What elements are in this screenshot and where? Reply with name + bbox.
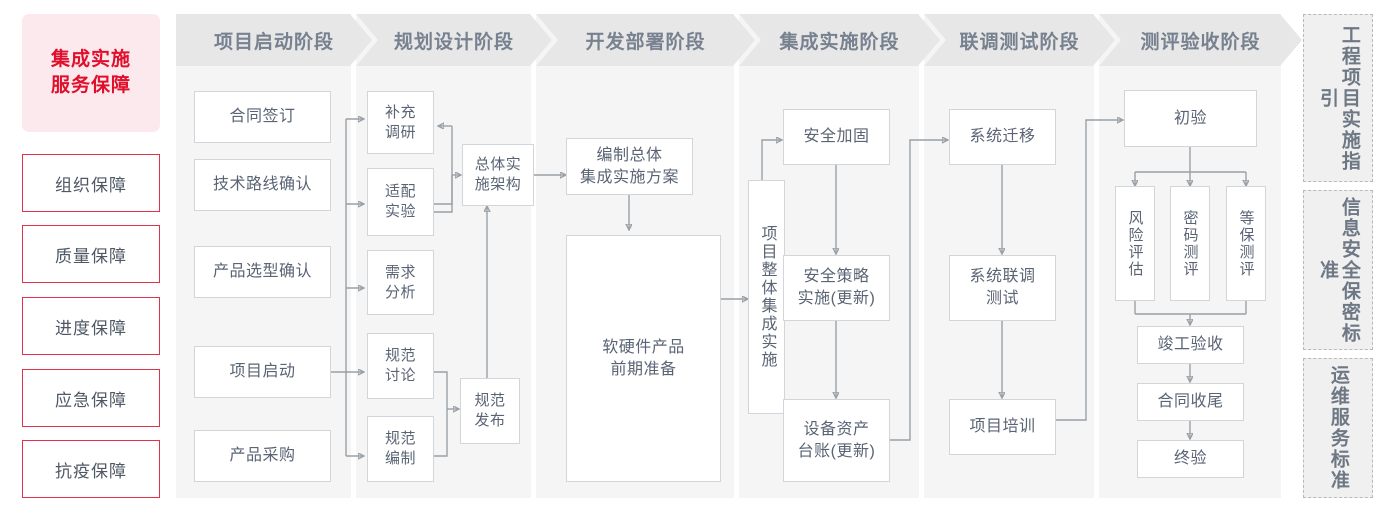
phase-header-label: 规划设计阶段	[393, 31, 514, 53]
node-label: 合同签订	[229, 108, 296, 125]
node-classified-protection-evaluation[interactable]: 等保测评	[1226, 186, 1266, 301]
phase-header-development-deployment[interactable]: 开发部署阶段	[536, 14, 755, 66]
guarantee-item-label: 抗疫保障	[55, 461, 127, 481]
node-label: 系统迁移	[969, 128, 1036, 145]
phase-header-label: 开发部署阶段	[585, 31, 706, 53]
node-label: 总体实施架构	[474, 156, 522, 193]
standard-label: 工程项目实施指引	[1317, 24, 1360, 172]
node-final-acceptance[interactable]: 终验	[1137, 440, 1244, 478]
node-product-procurement[interactable]: 产品采购	[194, 430, 331, 482]
node-label: 风险评估	[1126, 209, 1144, 278]
phase-header-evaluation-acceptance[interactable]: 测评验收阶段	[1099, 14, 1302, 66]
node-overall-project-integration[interactable]: 项目整体集成实施	[748, 180, 785, 414]
standard-operation-maintenance-service[interactable]: 运维服务标准	[1303, 358, 1373, 498]
node-label: 产品选型确认	[212, 263, 312, 280]
phase-header-label: 项目启动阶段	[213, 31, 334, 53]
node-label: 规范发布	[474, 392, 506, 429]
guarantee-item-schedule[interactable]: 进度保障	[22, 297, 160, 355]
guarantee-item-label: 质量保障	[55, 246, 127, 266]
node-system-joint-debug-test[interactable]: 系统联调测试	[949, 255, 1056, 321]
guarantee-item-label: 进度保障	[55, 318, 127, 338]
node-spec-drafting[interactable]: 规范编制	[367, 416, 434, 482]
node-tech-route-confirm[interactable]: 技术路线确认	[194, 159, 331, 211]
guarantee-item-organization[interactable]: 组织保障	[22, 154, 160, 212]
node-label: 密码测评	[1181, 209, 1199, 278]
node-system-migration[interactable]: 系统迁移	[949, 109, 1056, 165]
node-label: 安全加固	[803, 128, 870, 145]
node-overall-implementation-architecture[interactable]: 总体实施架构	[462, 144, 534, 206]
node-label: 规范讨论	[384, 347, 416, 384]
node-label: 项目启动	[229, 363, 296, 380]
phase-header-planning-design[interactable]: 规划设计阶段	[356, 14, 552, 66]
node-label: 产品采购	[229, 447, 296, 464]
node-contract-signing[interactable]: 合同签订	[194, 91, 331, 143]
standard-label: 信息安全保密标准	[1317, 196, 1360, 344]
node-security-hardening[interactable]: 安全加固	[783, 109, 890, 165]
node-label: 竣工验收	[1157, 336, 1224, 353]
diagram-title-line2: 服务保障	[50, 75, 131, 96]
diagram-title-card: 集成实施 服务保障	[22, 14, 160, 132]
phase-header-project-initiation[interactable]: 项目启动阶段	[176, 14, 372, 66]
node-label: 编制总体集成实施方案	[579, 146, 679, 186]
node-security-policy-implementation[interactable]: 安全策略实施(更新)	[783, 255, 890, 321]
node-label: 需求分析	[384, 263, 416, 301]
node-label: 项目培训	[969, 418, 1036, 435]
node-label: 安全策略实施(更新)	[797, 268, 876, 307]
node-label: 终验	[1173, 450, 1207, 467]
node-product-selection-confirm[interactable]: 产品选型确认	[194, 246, 331, 298]
node-label: 初验	[1173, 109, 1207, 127]
phase-header-integration-implementation[interactable]: 集成实施阶段	[739, 14, 940, 66]
node-completion-acceptance[interactable]: 竣工验收	[1137, 326, 1244, 364]
diagram-title-line1: 集成实施	[50, 49, 131, 70]
phase-header-label: 测评验收阶段	[1140, 31, 1261, 53]
node-project-kickoff[interactable]: 项目启动	[194, 346, 331, 398]
node-project-training[interactable]: 项目培训	[949, 399, 1056, 455]
standard-engineering-project-guideline[interactable]: 工程项目实施指引	[1303, 14, 1373, 182]
guarantee-item-epidemic[interactable]: 抗疫保障	[22, 440, 160, 498]
guarantee-item-quality[interactable]: 质量保障	[22, 225, 160, 283]
node-label: 规范编制	[384, 430, 416, 467]
node-supplementary-research[interactable]: 补充调研	[367, 91, 434, 154]
node-label: 项目整体集成实施	[758, 225, 776, 369]
node-hardware-software-preparation[interactable]: 软硬件产品前期准备	[566, 235, 721, 482]
node-spec-release[interactable]: 规范发布	[460, 378, 520, 444]
node-label: 软硬件产品前期准备	[602, 338, 685, 378]
guarantee-item-emergency[interactable]: 应急保障	[22, 369, 160, 427]
phase-header-joint-testing[interactable]: 联调测试阶段	[924, 14, 1115, 66]
node-adaptation-experiment[interactable]: 适配实验	[367, 168, 434, 236]
node-label: 合同收尾	[1157, 393, 1224, 410]
phase-header-label: 集成实施阶段	[779, 31, 900, 53]
node-risk-assessment[interactable]: 风险评估	[1115, 186, 1155, 301]
guarantee-item-label: 组织保障	[55, 175, 127, 195]
standard-label: 运维服务标准	[1327, 365, 1349, 491]
node-label: 适配实验	[384, 183, 416, 220]
node-label: 系统联调测试	[969, 268, 1036, 307]
node-label: 等保测评	[1237, 209, 1255, 278]
node-label: 技术路线确认	[212, 176, 312, 193]
phase-header-label: 联调测试阶段	[959, 31, 1080, 53]
node-spec-discussion[interactable]: 规范讨论	[367, 333, 434, 399]
standard-information-security-confidentiality[interactable]: 信息安全保密标准	[1303, 190, 1373, 350]
node-preliminary-acceptance[interactable]: 初验	[1124, 90, 1257, 147]
node-cryptography-evaluation[interactable]: 密码测评	[1170, 186, 1210, 301]
guarantee-item-label: 应急保障	[55, 390, 127, 410]
node-overall-integration-plan[interactable]: 编制总体集成实施方案	[566, 138, 693, 195]
node-equipment-asset-ledger[interactable]: 设备资产台账(更新)	[783, 399, 890, 482]
node-label: 补充调研	[384, 103, 416, 141]
node-label: 设备资产台账(更新)	[797, 420, 876, 460]
node-contract-closeout[interactable]: 合同收尾	[1137, 383, 1244, 421]
node-requirement-analysis[interactable]: 需求分析	[367, 250, 434, 315]
